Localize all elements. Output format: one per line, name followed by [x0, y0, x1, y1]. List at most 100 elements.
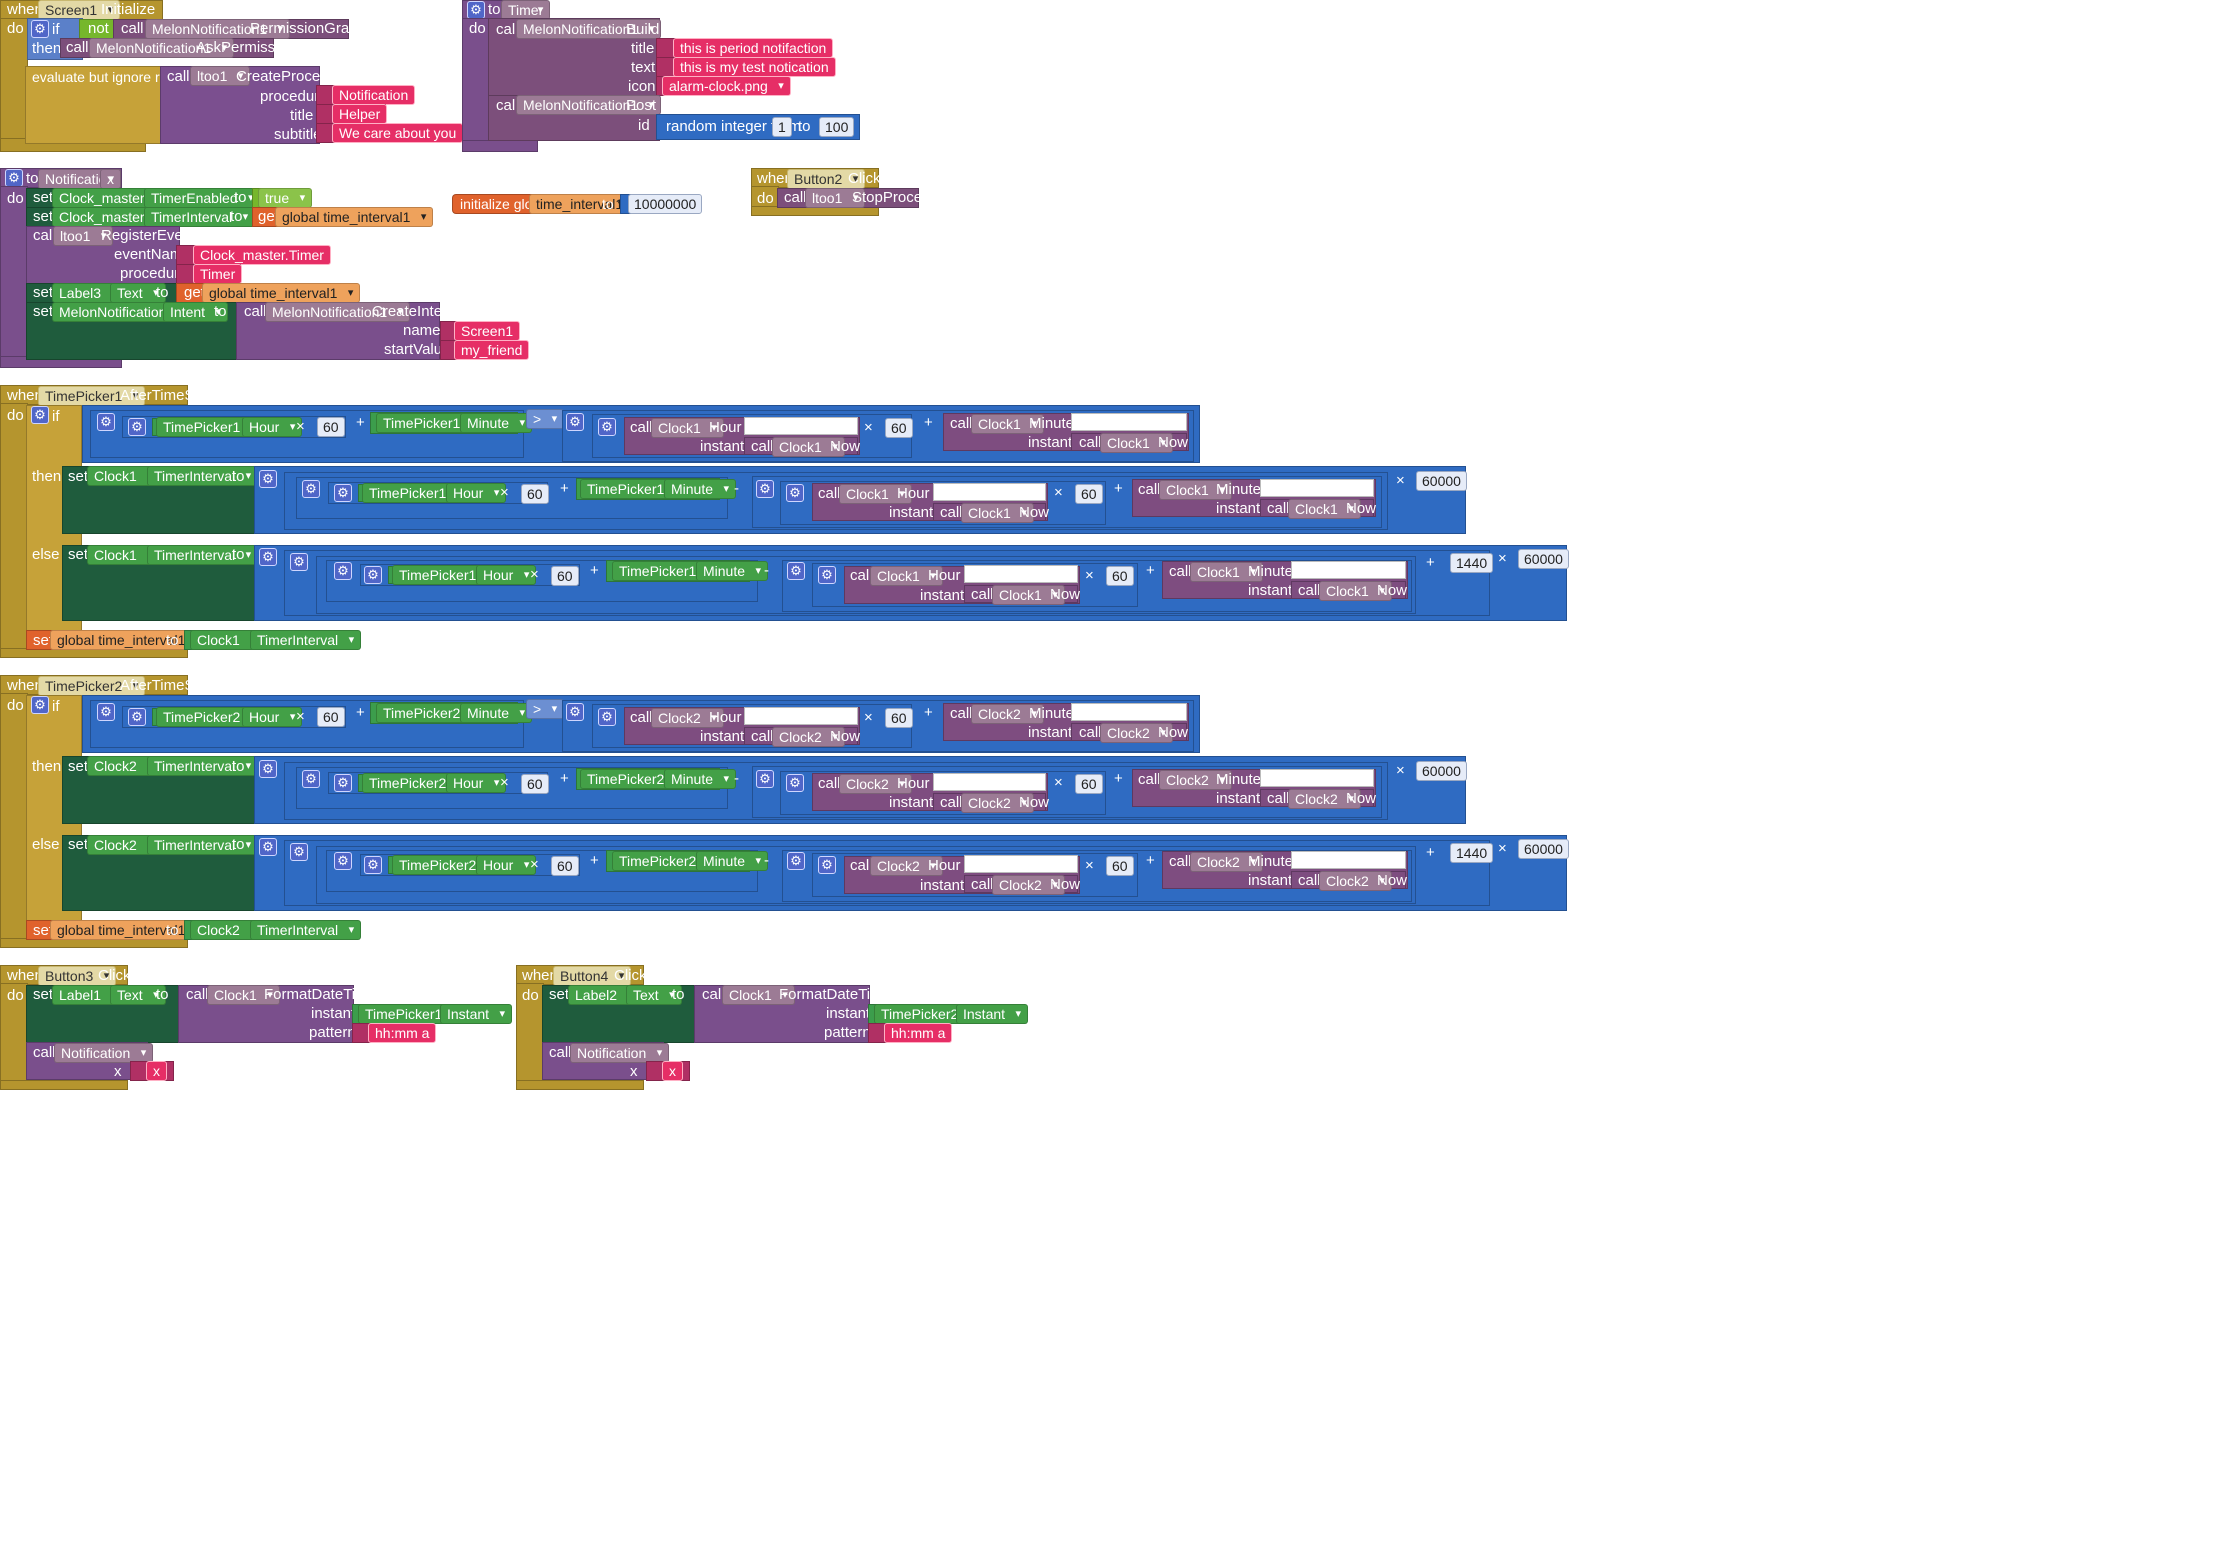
gear-icon[interactable]: ⚙: [787, 852, 805, 870]
gear-icon[interactable]: ⚙: [259, 548, 277, 566]
gear-icon[interactable]: ⚙: [787, 562, 805, 580]
property-dropdown[interactable]: TimerInterval: [250, 630, 362, 650]
component-dropdown[interactable]: TimePicker1: [362, 483, 470, 503]
component-dropdown[interactable]: MelonNotification1: [89, 38, 235, 58]
component-dropdown[interactable]: Clock2: [1288, 789, 1361, 809]
gear-icon[interactable]: ⚙: [598, 708, 616, 726]
gear-icon[interactable]: ⚙: [31, 406, 49, 424]
component-dropdown[interactable]: MelonNotification1: [516, 19, 662, 39]
component-dropdown[interactable]: Clock2: [1100, 723, 1173, 743]
property-dropdown[interactable]: Text: [626, 985, 682, 1005]
component-dropdown[interactable]: Clock2: [971, 704, 1044, 724]
property-dropdown[interactable]: TimerInterval: [250, 920, 362, 940]
number-value[interactable]: 60: [1075, 774, 1103, 794]
component-dropdown[interactable]: Clock2: [87, 756, 160, 776]
property-dropdown[interactable]: Minute: [460, 413, 533, 433]
property-dropdown[interactable]: Hour: [476, 565, 537, 585]
text-value[interactable]: Notification: [332, 85, 416, 105]
number-value[interactable]: 60: [885, 418, 913, 438]
property-dropdown[interactable]: Hour: [446, 773, 507, 793]
text-value[interactable]: Clock_master.Timer: [193, 245, 331, 265]
gear-icon[interactable]: ⚙: [259, 470, 277, 488]
number-value[interactable]: 60000: [1416, 471, 1467, 491]
component-dropdown[interactable]: Clock1: [1319, 581, 1392, 601]
property-dropdown[interactable]: Hour: [242, 417, 303, 437]
gear-icon[interactable]: ⚙: [97, 703, 115, 721]
gear-icon[interactable]: ⚙: [259, 838, 277, 856]
text-value[interactable]: Screen1: [454, 321, 521, 341]
gear-icon[interactable]: ⚙: [467, 1, 485, 19]
gear-icon[interactable]: ⚙: [31, 20, 49, 38]
gear-icon[interactable]: ⚙: [290, 843, 308, 861]
compare-op-dropdown[interactable]: >: [526, 699, 565, 719]
gear-icon[interactable]: ⚙: [290, 553, 308, 571]
number-value[interactable]: 100: [819, 117, 855, 137]
text-value[interactable]: hh:mm a: [884, 1023, 953, 1043]
component-dropdown[interactable]: Label2: [568, 985, 641, 1005]
component-dropdown[interactable]: Clock1: [1100, 433, 1173, 453]
procedure-dropdown[interactable]: Notification: [570, 1043, 670, 1063]
gear-icon[interactable]: ⚙: [97, 413, 115, 431]
component-dropdown[interactable]: Screen1: [38, 0, 121, 20]
gear-icon[interactable]: ⚙: [302, 770, 320, 788]
gear-icon[interactable]: ⚙: [756, 480, 774, 498]
component-dropdown[interactable]: Label1: [52, 985, 125, 1005]
component-dropdown[interactable]: Clock2: [1159, 770, 1232, 790]
property-dropdown[interactable]: Hour: [476, 855, 537, 875]
number-value[interactable]: 60000: [1518, 839, 1569, 859]
property-dropdown[interactable]: Intent: [163, 302, 229, 322]
component-dropdown[interactable]: Clock1: [961, 503, 1034, 523]
text-value[interactable]: Helper: [332, 104, 388, 124]
gear-icon[interactable]: ⚙: [334, 774, 352, 792]
property-dropdown[interactable]: TimerInterval: [144, 207, 256, 227]
number-value[interactable]: 60: [1106, 856, 1134, 876]
number-value[interactable]: 1440: [1450, 843, 1494, 863]
component-dropdown[interactable]: Clock1: [722, 985, 795, 1005]
property-dropdown[interactable]: TimerInterval: [147, 756, 259, 776]
gear-icon[interactable]: ⚙: [786, 484, 804, 502]
property-dropdown[interactable]: TimerInterval: [147, 545, 259, 565]
component-dropdown[interactable]: Clock1: [1288, 499, 1361, 519]
number-value[interactable]: 1440: [1450, 553, 1494, 573]
number-value[interactable]: 1: [772, 117, 792, 137]
component-dropdown[interactable]: Clock_master: [52, 207, 168, 227]
gear-icon[interactable]: ⚙: [566, 413, 584, 431]
gear-icon[interactable]: ⚙: [786, 774, 804, 792]
text-value[interactable]: hh:mm a: [368, 1023, 437, 1043]
number-value[interactable]: 60000: [1416, 761, 1467, 781]
component-dropdown[interactable]: Clock_master: [52, 188, 168, 208]
component-dropdown[interactable]: Clock2: [992, 875, 1065, 895]
component-dropdown[interactable]: TimePicker2: [612, 851, 720, 871]
component-dropdown[interactable]: Clock2: [772, 727, 845, 747]
component-dropdown[interactable]: TimePicker1: [392, 565, 500, 585]
component-dropdown[interactable]: MelonNotification1: [265, 302, 411, 322]
component-dropdown[interactable]: Clock1: [772, 437, 845, 457]
number-value[interactable]: 60: [521, 484, 549, 504]
boolean-dropdown[interactable]: true: [258, 188, 313, 208]
property-dropdown[interactable]: Text: [110, 985, 166, 1005]
number-value[interactable]: 60: [317, 417, 345, 437]
number-value[interactable]: 60: [1075, 484, 1103, 504]
procedure-dropdown[interactable]: Notification: [54, 1043, 154, 1063]
gear-icon[interactable]: ⚙: [818, 856, 836, 874]
gear-icon[interactable]: ⚙: [756, 770, 774, 788]
gear-icon[interactable]: ⚙: [364, 856, 382, 874]
number-value[interactable]: 60: [521, 774, 549, 794]
component-dropdown[interactable]: Clock1: [1190, 562, 1263, 582]
number-value[interactable]: 60: [1106, 566, 1134, 586]
component-dropdown[interactable]: MelonNotification1: [52, 302, 198, 322]
gear-icon[interactable]: ⚙: [5, 169, 23, 187]
property-dropdown[interactable]: Minute: [664, 479, 737, 499]
property-dropdown[interactable]: Instant: [956, 1004, 1029, 1024]
number-value[interactable]: 60: [317, 707, 345, 727]
component-dropdown[interactable]: Clock1: [1159, 480, 1232, 500]
component-dropdown[interactable]: Clock2: [870, 856, 943, 876]
gear-icon[interactable]: ⚙: [128, 418, 146, 436]
component-dropdown[interactable]: Clock1: [839, 484, 912, 504]
gear-icon[interactable]: ⚙: [334, 852, 352, 870]
gear-icon[interactable]: ⚙: [818, 566, 836, 584]
gear-icon[interactable]: ⚙: [334, 562, 352, 580]
component-dropdown[interactable]: ltoo1: [805, 188, 866, 208]
asset-dropdown[interactable]: alarm-clock.png: [662, 76, 791, 96]
component-dropdown[interactable]: Clock2: [1319, 871, 1392, 891]
